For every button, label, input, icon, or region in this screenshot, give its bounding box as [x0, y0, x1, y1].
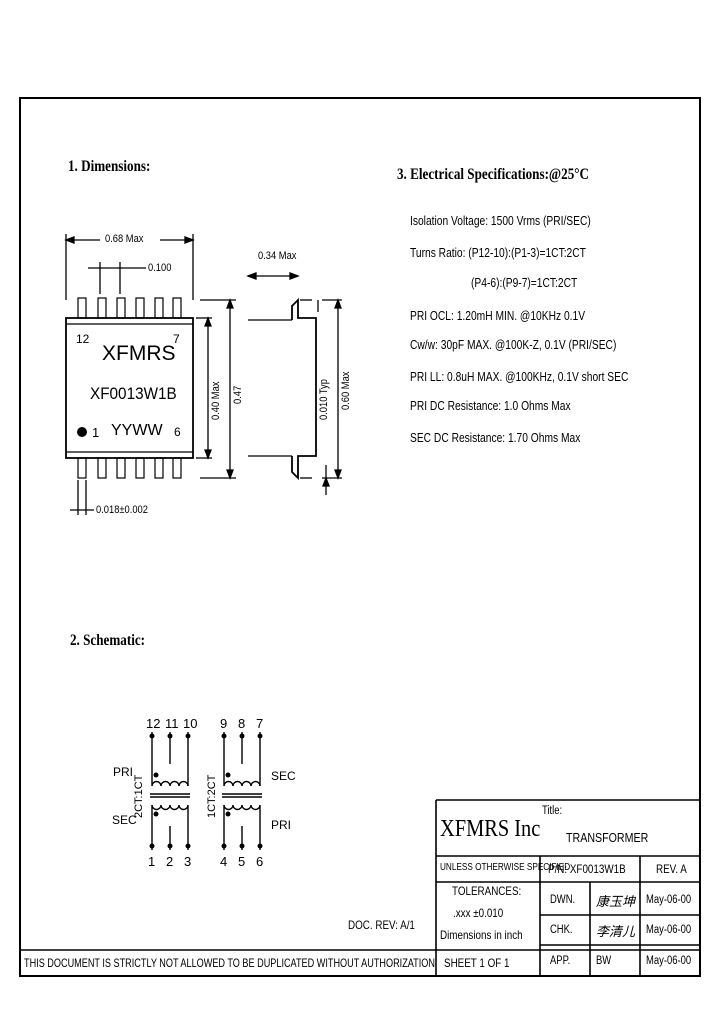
revision: REV. A — [656, 862, 687, 876]
left-sec-label: SEC — [112, 813, 137, 827]
tolerance-value: .xxx ±0.010 — [453, 906, 504, 920]
tolerances-label: TOLERANCES: — [452, 884, 522, 898]
pin-10: 10 — [183, 716, 198, 731]
lead-width-label: 0.018±0.002 — [96, 504, 148, 516]
pin-4: 4 — [220, 854, 228, 869]
pin-2: 2 — [166, 854, 174, 869]
pin-9: 9 — [220, 716, 228, 731]
chk-date: May-06-00 — [646, 924, 692, 936]
electrical-heading: 3. Electrical Specifications:@25°C — [397, 166, 589, 183]
chk-label: CHK. — [550, 924, 573, 936]
dimensions-unit: Dimensions in inch — [440, 928, 523, 942]
dwn-date: May-06-00 — [646, 894, 692, 906]
spec-turns-ratio-2: (P4-6):(P9-7)=1CT:2CT — [471, 276, 578, 290]
pin-1-label: 1 — [92, 425, 100, 440]
pin-5: 5 — [238, 854, 246, 869]
spec-ocl: PRI OCL: 1.20mH MIN. @10KHz 0.1V — [410, 309, 586, 323]
right-sec-label: SEC — [271, 769, 296, 783]
pin-7: 7 — [256, 716, 264, 731]
dwn-label: DWN. — [550, 894, 576, 906]
depth-label: 0.34 Max — [258, 250, 297, 262]
app-date: May-06-00 — [646, 955, 692, 967]
unless-specified: UNLESS OTHERWISE SPECIFIED — [440, 862, 571, 873]
spec-isolation: Isolation Voltage: 1500 Vrms (PRI/SEC) — [410, 214, 591, 228]
right-pri-label: PRI — [271, 818, 292, 832]
pin-8: 8 — [238, 716, 246, 731]
sheet-number: SHEET 1 OF 1 — [444, 956, 510, 970]
app-label: APP. — [550, 955, 571, 967]
schematic-heading: 2. Schematic: — [70, 632, 146, 649]
dwn-signature: 康玉坤 — [596, 894, 636, 909]
app-signature: BW — [596, 955, 612, 967]
title-value: TRANSFORMER — [566, 830, 649, 845]
date-code-marking: YYWW — [111, 422, 163, 439]
pin-7-label: 7 — [173, 332, 180, 346]
part-number: P/N: XF0013W1B — [548, 862, 626, 876]
chk-signature: 李清儿 — [596, 924, 636, 939]
doc-rev: DOC. REV: A/1 — [348, 918, 415, 932]
pin-1: 1 — [148, 854, 156, 869]
pitch-label: 0.100 — [148, 262, 172, 274]
pin-6: 6 — [256, 854, 264, 869]
spec-pri-dcr: PRI DC Resistance: 1.0 Ohms Max — [410, 399, 571, 413]
pin-12-label: 12 — [76, 332, 90, 346]
spec-leakage: PRI LL: 0.8uH MAX. @100KHz, 0.1V short S… — [410, 370, 629, 384]
part-marking: XF0013W1B — [90, 384, 177, 403]
dimensions-heading: 1. Dimensions: — [68, 158, 151, 175]
pin-3: 3 — [184, 854, 192, 869]
brand-marking: XFMRS — [102, 342, 176, 365]
left-pri-label: PRI — [113, 765, 134, 779]
pin-12: 12 — [146, 716, 161, 731]
pin-11: 11 — [165, 716, 179, 731]
spec-cww: Cw/w: 30pF MAX. @100K-Z, 0.1V (PRI/SEC) — [410, 338, 617, 352]
footer-notice: THIS DOCUMENT IS STRICTLY NOT ALLOWED TO… — [24, 956, 435, 970]
spec-turns-ratio: Turns Ratio: (P12-10):(P1-3)=1CT:2CT — [410, 246, 586, 260]
width-label: 0.68 Max — [105, 233, 144, 245]
title-label: Title: — [542, 805, 563, 817]
spec-sec-dcr: SEC DC Resistance: 1.70 Ohms Max — [410, 431, 581, 445]
company-name: XFMRS Inc — [440, 816, 541, 842]
drawing-frame — [19, 97, 701, 977]
pin-6-label: 6 — [174, 425, 181, 439]
